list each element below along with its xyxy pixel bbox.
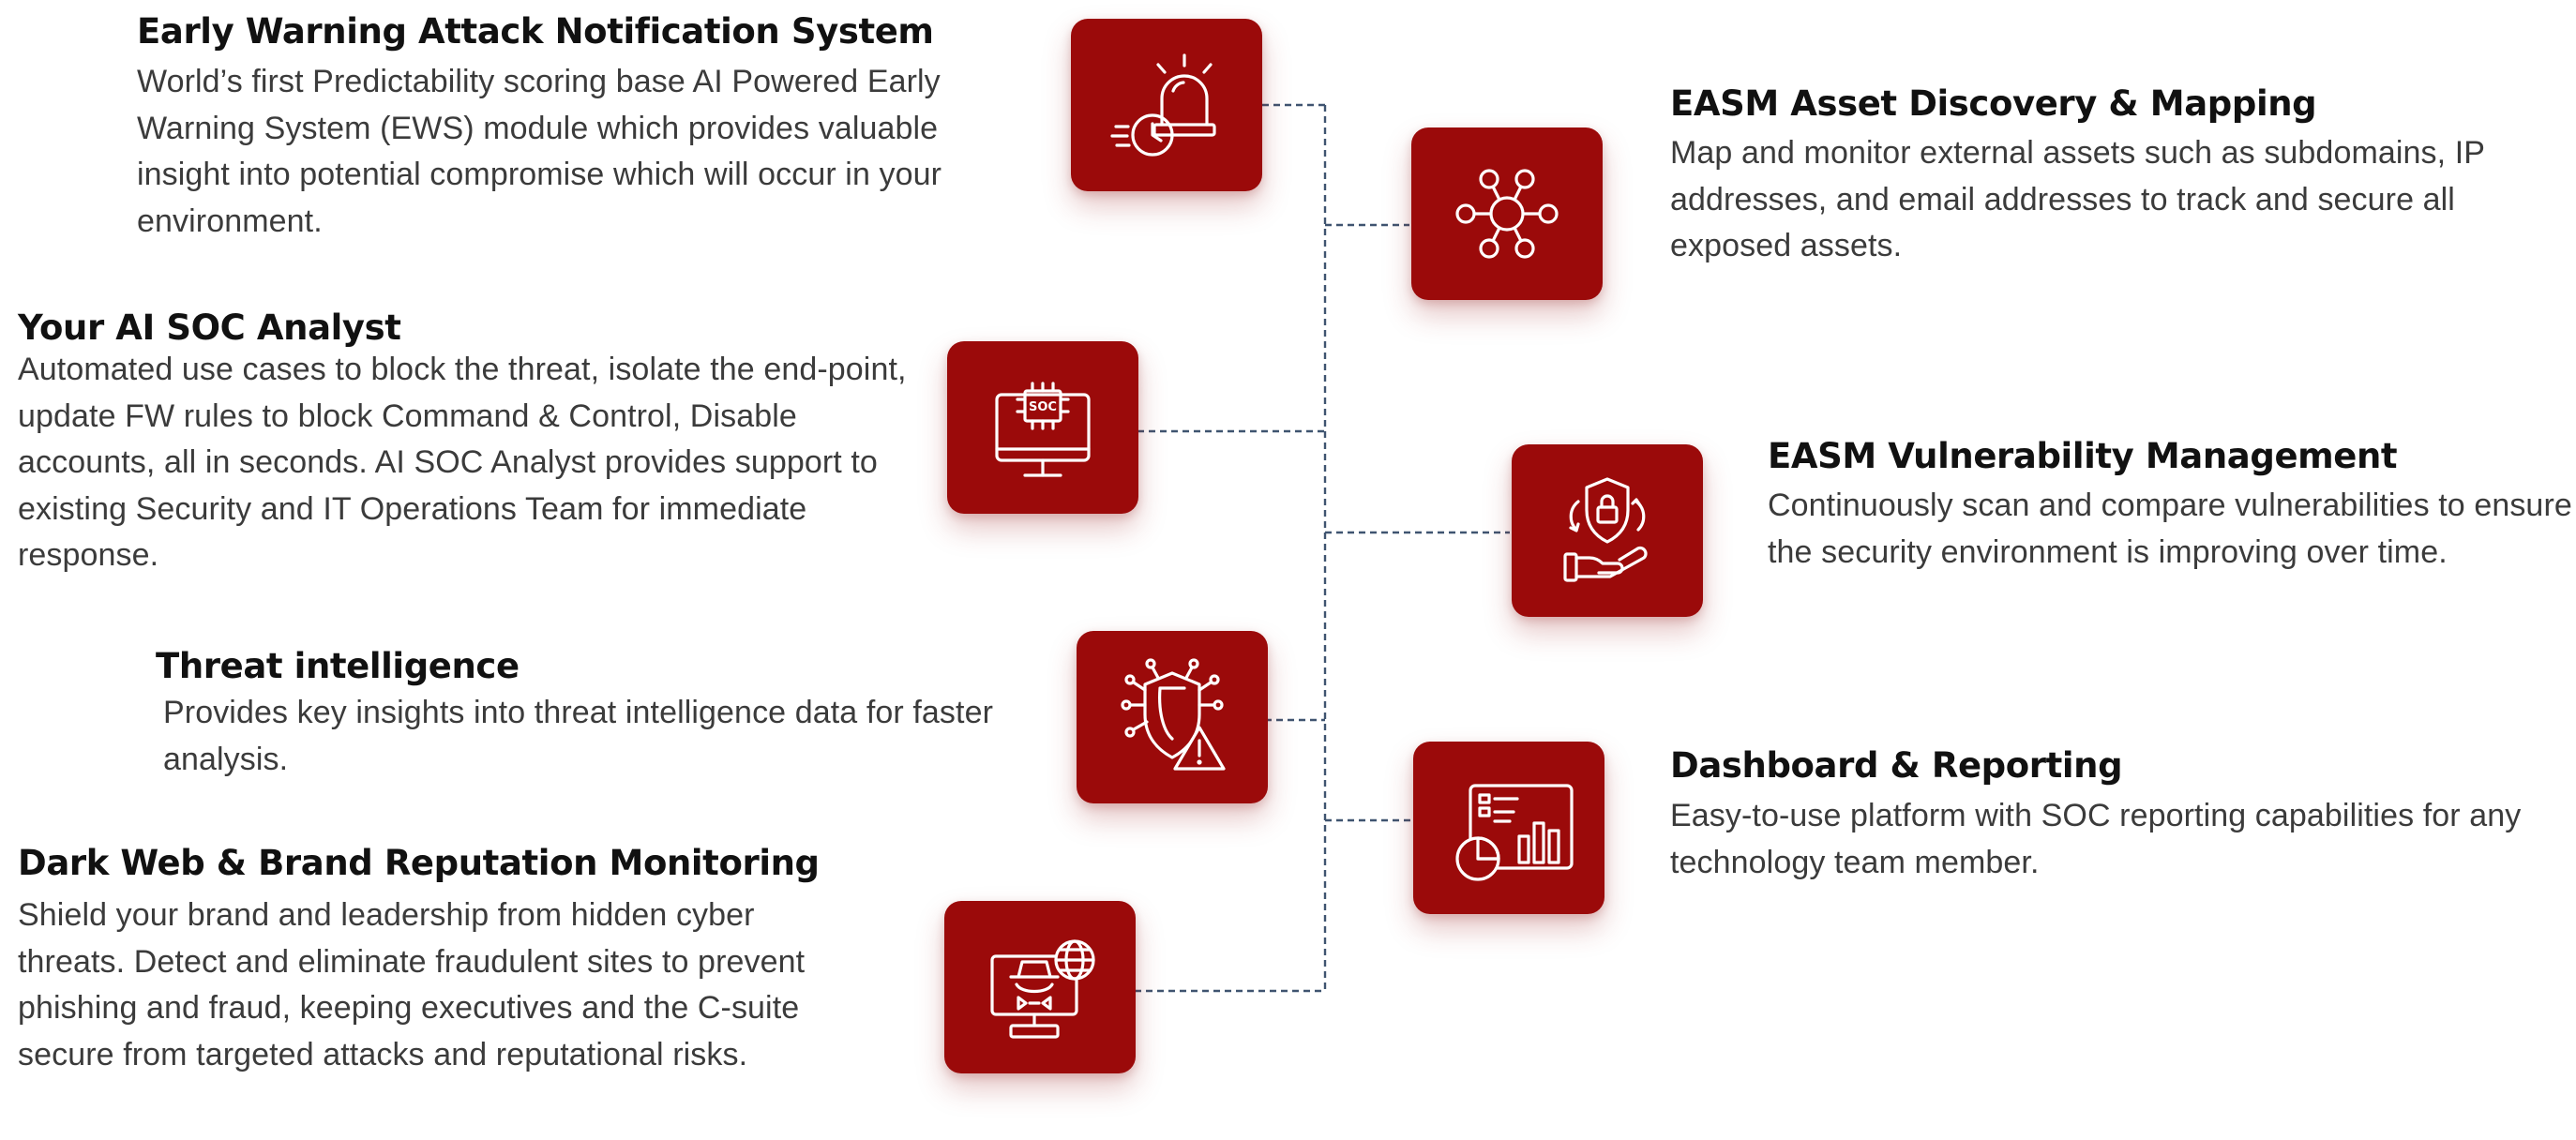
feature-title: Dark Web & Brand Reputation Monitoring [18, 843, 820, 883]
feature-early-warning: Early Warning Attack Notification System… [137, 11, 1037, 245]
network-hub-glyph [1455, 169, 1559, 259]
hand-shield-lock-glyph [1563, 477, 1648, 582]
network-hub-icon [1411, 128, 1603, 300]
feature-easm-vulnerability: EASM Vulnerability Management Continuous… [1768, 436, 2576, 576]
feature-description: Map and monitor external assets such as … [1670, 135, 2485, 263]
feature-title: EASM Vulnerability Management [1768, 436, 2398, 476]
feature-title: Dashboard & Reporting [1670, 745, 2123, 786]
alarm-clock-icon [1071, 19, 1262, 191]
alarm-clock-glyph [1110, 53, 1216, 157]
hand-shield-lock-icon [1512, 444, 1703, 617]
feature-threat-intelligence: Threat intelligence Provides key insight… [156, 646, 1009, 783]
soc-icon-label: SOC [1029, 400, 1057, 414]
feature-dashboard-reporting: Dashboard & Reporting Easy-to-use platfo… [1670, 745, 2533, 886]
shield-warning-icon [1077, 631, 1268, 803]
dashboard-chart-icon [1413, 742, 1604, 914]
feature-description: Easy-to-use platform with SOC reporting … [1670, 798, 2522, 880]
hacker-globe-glyph [990, 939, 1095, 1039]
soc-monitor-glyph: SOC [995, 382, 1091, 477]
feature-description: Continuously scan and compare vulnerabil… [1768, 488, 2572, 570]
shield-warning-glyph [1121, 658, 1226, 771]
soc-monitor-icon: SOC [947, 341, 1138, 514]
hacker-globe-icon [944, 901, 1136, 1073]
feature-easm-discovery: EASM Asset Discovery & Mapping Map and m… [1670, 83, 2533, 270]
feature-ai-soc-analyst: Your AI SOC Analyst Automated use cases … [18, 308, 909, 579]
feature-dark-web-monitoring: Dark Web & Brand Reputation Monitoring S… [18, 843, 862, 1078]
dashboard-chart-glyph [1455, 784, 1574, 881]
feature-description: World’s first Predictability scoring bas… [137, 64, 942, 239]
feature-title: EASM Asset Discovery & Mapping [1670, 83, 2317, 124]
feature-title: Your AI SOC Analyst [18, 308, 401, 348]
feature-description: Shield your brand and leadership from hi… [18, 897, 806, 1072]
feature-description: Automated use cases to block the threat,… [18, 352, 907, 573]
feature-title: Early Warning Attack Notification System [137, 11, 934, 52]
feature-title: Threat intelligence [156, 646, 520, 686]
feature-description: Provides key insights into threat intell… [163, 695, 994, 777]
